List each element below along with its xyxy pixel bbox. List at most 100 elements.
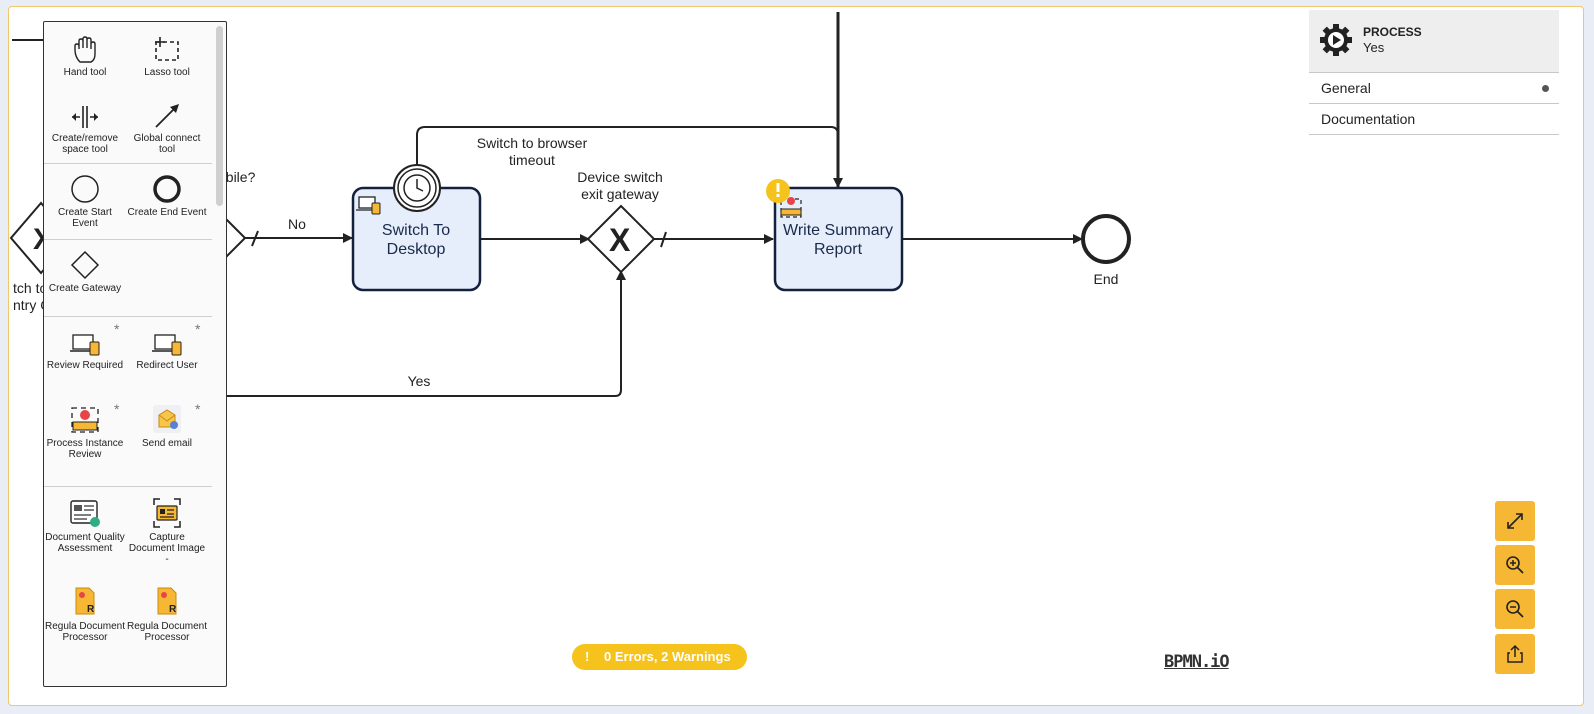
task-report-label-1: Write Summary bbox=[783, 222, 893, 239]
label-left-cut-2: ntry C bbox=[13, 297, 50, 313]
svg-text:X: X bbox=[609, 222, 631, 258]
capture-document-label: Capture Document Image - bbox=[128, 532, 206, 565]
create-gateway[interactable]: Create Gateway bbox=[44, 246, 126, 294]
label-no: No bbox=[288, 216, 306, 232]
fit-viewport-icon bbox=[1507, 513, 1523, 529]
properties-header: PROCESS Yes bbox=[1309, 10, 1559, 73]
end-event[interactable] bbox=[1081, 214, 1131, 264]
palette-group-documents: Document Quality Assessment Capture Docu… bbox=[44, 487, 212, 686]
bpmn-io-logo[interactable]: BPMN.iO bbox=[1164, 652, 1230, 672]
laptop-phone-icon bbox=[70, 334, 100, 356]
star-indicator: * bbox=[114, 401, 120, 417]
redirect-user[interactable]: Redirect User bbox=[126, 323, 208, 371]
document-quality-label: Document Quality Assessment bbox=[45, 532, 125, 554]
warning-icon[interactable] bbox=[766, 179, 790, 203]
lasso-tool[interactable]: Lasso tool bbox=[126, 30, 208, 78]
zoom-out-icon bbox=[1506, 600, 1524, 618]
hand-tool-label: Hand tool bbox=[63, 67, 107, 78]
zoom-out-button[interactable] bbox=[1495, 589, 1535, 629]
laptop-phone-icon bbox=[152, 334, 182, 356]
scan-review-icon bbox=[71, 407, 99, 433]
end-event-icon bbox=[153, 175, 181, 203]
email-icon bbox=[153, 405, 181, 433]
laptop-phone-icon bbox=[356, 196, 381, 215]
space-tool-label: Create/remove space tool bbox=[51, 133, 119, 155]
palette-scrollbar[interactable] bbox=[216, 26, 223, 206]
palette-group-custom: Review Required * Redirect User * Proces… bbox=[44, 317, 212, 487]
gateway-icon bbox=[70, 250, 100, 280]
global-connect-label: Global connect tool bbox=[133, 133, 201, 155]
process-instance-review[interactable]: Process Instance Review bbox=[44, 401, 126, 460]
element-type: PROCESS bbox=[1363, 25, 1422, 39]
create-start-event[interactable]: Create Start Event bbox=[44, 170, 126, 229]
label-left-cut-1: tch to bbox=[13, 280, 47, 296]
regula-document-processor-1[interactable]: R Regula Document Processor bbox=[44, 584, 126, 643]
document-quality-assessment[interactable]: Document Quality Assessment bbox=[44, 495, 126, 554]
scan-review-icon bbox=[780, 197, 802, 218]
zoom-in-icon bbox=[1506, 556, 1524, 574]
review-required[interactable]: Review Required bbox=[44, 323, 126, 371]
palette-group-events: Create Start Event Create End Event bbox=[44, 164, 212, 240]
linting-status-text: 0 Errors, 2 Warnings bbox=[604, 649, 731, 664]
warning-icon: ! bbox=[585, 649, 590, 664]
regula-document-icon: R bbox=[157, 587, 177, 615]
document-check-icon bbox=[70, 500, 100, 527]
palette-group-tools: Hand tool Lasso tool Create/remove space… bbox=[44, 22, 212, 164]
timer-boundary-event[interactable] bbox=[393, 164, 441, 212]
hand-icon bbox=[74, 36, 96, 63]
flow-yes[interactable] bbox=[219, 270, 626, 397]
regula-document-processor-2[interactable]: R Regula Document Processor bbox=[126, 584, 208, 643]
group-documentation[interactable]: Documentation bbox=[1309, 104, 1559, 135]
regula-processor-label-2: Regula Document Processor bbox=[126, 621, 208, 643]
palette-group-gateways: Create Gateway bbox=[44, 240, 212, 317]
palette: Hand tool Lasso tool Create/remove space… bbox=[43, 21, 227, 687]
label-gateway-2: exit gateway bbox=[581, 186, 659, 202]
lasso-tool-label: Lasso tool bbox=[144, 67, 190, 78]
group-general-label: General bbox=[1321, 80, 1371, 96]
group-general[interactable]: General bbox=[1309, 73, 1559, 104]
send-email[interactable]: Send email bbox=[126, 401, 208, 449]
zoom-in-button[interactable] bbox=[1495, 545, 1535, 585]
task-switch-label-2: Desktop bbox=[387, 241, 446, 258]
connect-arrow-icon bbox=[155, 104, 179, 128]
lasso-icon bbox=[155, 37, 179, 61]
task-write-summary-report[interactable]: Write Summary Report bbox=[773, 186, 904, 292]
start-event-label: Create Start Event bbox=[58, 207, 112, 229]
bpmn-modeler: X Switch To Desktop bbox=[8, 6, 1584, 706]
process-instance-review-label: Process Instance Review bbox=[46, 438, 124, 460]
capture-document-image[interactable]: Capture Document Image - bbox=[126, 495, 208, 565]
label-end: End bbox=[1094, 271, 1119, 287]
global-connect-tool[interactable]: Global connect tool bbox=[126, 96, 208, 155]
device-switch-exit-gateway[interactable]: X bbox=[586, 204, 656, 274]
fit-viewport-button[interactable] bbox=[1495, 501, 1535, 541]
element-name: Yes bbox=[1363, 40, 1385, 55]
send-email-label: Send email bbox=[141, 438, 193, 449]
star-indicator: * bbox=[114, 321, 120, 337]
task-switch-label-1: Switch To bbox=[382, 222, 450, 239]
export-icon bbox=[1507, 644, 1523, 663]
label-yes: Yes bbox=[408, 373, 431, 389]
svg-text:R: R bbox=[87, 604, 95, 615]
end-event-label: Create End Event bbox=[127, 207, 207, 218]
svg-text:R: R bbox=[169, 604, 177, 615]
label-mobile: obile? bbox=[218, 169, 256, 185]
properties-panel: PROCESS Yes General Documentation bbox=[1309, 10, 1559, 140]
star-indicator: * bbox=[195, 401, 201, 417]
regula-document-icon: R bbox=[75, 587, 95, 615]
label-gateway-1: Device switch bbox=[577, 169, 663, 185]
process-gear-icon bbox=[1320, 24, 1352, 56]
review-required-label: Review Required bbox=[46, 360, 124, 371]
space-tool-icon bbox=[72, 106, 98, 128]
create-end-event[interactable]: Create End Event bbox=[126, 170, 208, 218]
star-indicator: * bbox=[195, 321, 201, 337]
start-event-icon bbox=[71, 175, 99, 203]
task-switch-to-desktop[interactable]: Switch To Desktop bbox=[351, 186, 482, 292]
redirect-user-label: Redirect User bbox=[136, 360, 198, 371]
export-button[interactable] bbox=[1495, 634, 1535, 674]
space-tool[interactable]: Create/remove space tool bbox=[44, 96, 126, 155]
hand-tool[interactable]: Hand tool bbox=[44, 30, 126, 78]
capture-document-icon bbox=[153, 498, 181, 528]
gateway-label: Create Gateway bbox=[48, 283, 122, 294]
task-report-label-2: Report bbox=[814, 241, 863, 258]
linting-status[interactable]: ! 0 Errors, 2 Warnings bbox=[572, 644, 747, 670]
